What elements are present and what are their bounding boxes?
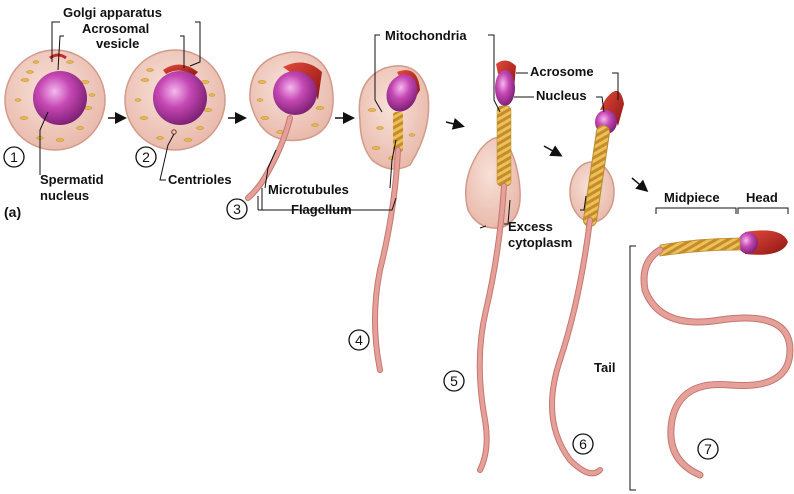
step-5-cell (465, 60, 521, 473)
label-excess-cytoplasm-line2: cytoplasm (508, 235, 572, 250)
step-badge-5: 5 (443, 370, 465, 392)
step-badge-4: 4 (348, 329, 370, 351)
label-acrosomal-vesicle-line2: vesicle (96, 36, 139, 51)
label-centrioles: Centrioles (168, 172, 232, 187)
process-arrows (108, 112, 649, 192)
step-badge-1: 1 (3, 146, 25, 168)
svg-text:5: 5 (450, 373, 458, 389)
label-midpiece: Midpiece (664, 190, 720, 205)
svg-text:7: 7 (704, 441, 712, 457)
step-3-cell (245, 51, 334, 201)
leader-lines (39, 21, 789, 491)
label-excess-cytoplasm-line1: Excess (508, 219, 553, 234)
step-7-sperm (640, 230, 794, 479)
step-badge-2: 2 (135, 146, 157, 168)
label-flagellum: Flagellum (291, 202, 352, 217)
svg-text:1: 1 (10, 149, 18, 165)
label-acrosome: Acrosome (530, 64, 594, 79)
label-head: Head (746, 190, 778, 205)
step-2-cell (124, 49, 226, 151)
tail-shape (640, 246, 794, 479)
step-badges: 1 2 3 4 5 6 7 (3, 146, 719, 460)
label-mitochondria: Mitochondria (385, 28, 467, 43)
step-4-cell (358, 65, 430, 373)
step-badge-7: 7 (697, 438, 719, 460)
diagram-labels: Golgi apparatus Acrosomal vesicle Sperma… (4, 5, 778, 375)
label-spermatid-nucleus-line1: Spermatid (40, 172, 104, 187)
golgi-granules (14, 60, 96, 142)
step-6-cell (549, 90, 624, 477)
svg-text:6: 6 (579, 436, 587, 452)
step-badge-6: 6 (572, 433, 594, 455)
label-microtubules: Microtubules (268, 182, 349, 197)
spermatid-nucleus-shape (33, 71, 87, 125)
golgi-icon (49, 53, 67, 60)
step-badge-3: 3 (226, 198, 248, 220)
arrow-icon (445, 117, 465, 130)
svg-text:2: 2 (142, 149, 150, 165)
step-1-cell (4, 49, 106, 151)
arrow-icon (543, 145, 563, 157)
arrow-icon (631, 177, 649, 192)
label-spermatid-nucleus-line2: nucleus (40, 188, 89, 203)
label-tail: Tail (594, 360, 615, 375)
svg-text:4: 4 (355, 332, 363, 348)
midpiece-shape (659, 237, 741, 257)
svg-text:3: 3 (233, 201, 241, 217)
label-nucleus: Nucleus (536, 88, 587, 103)
panel-label: (a) (4, 204, 21, 220)
label-acrosomal-vesicle-line1: Acrosomal (82, 21, 149, 36)
label-golgi-apparatus: Golgi apparatus (63, 5, 162, 20)
